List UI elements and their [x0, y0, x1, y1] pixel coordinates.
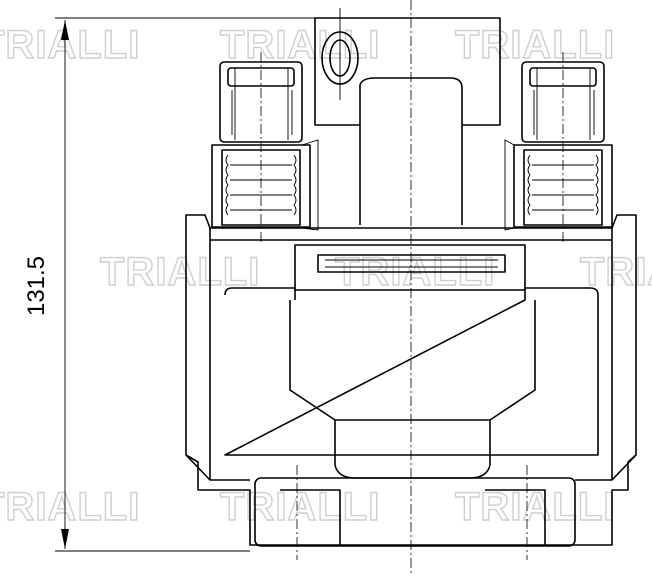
bleed-port-housing: [314, 8, 501, 225]
watermark-mid-left: TRIALLI: [100, 250, 260, 294]
watermark-top-center: TRIALLI: [220, 23, 380, 67]
mounting-bracket: [185, 454, 637, 560]
watermark-mid-right: TRIALLI: [580, 250, 652, 294]
watermark-bottom-left: TRIALLI: [0, 485, 140, 529]
right-guide-pin: [504, 52, 613, 245]
watermark-top-right: TRIALLI: [455, 23, 615, 67]
dimension-arrow-top: [61, 20, 69, 40]
watermark-bottom-center: TRIALLI: [220, 485, 380, 529]
watermark-group: TRIALLI TRIALLI TRIALLI TRIALLI TRIALLI …: [0, 22, 652, 529]
height-dimension: 131.5: [23, 17, 315, 552]
left-guide-pin: [211, 52, 319, 245]
dimension-label: 131.5: [23, 256, 50, 316]
watermark-top-left: TRIALLI: [0, 23, 140, 67]
watermark-bottom-right: TRIALLI: [455, 485, 615, 529]
dimension-arrow-bottom: [61, 529, 69, 549]
